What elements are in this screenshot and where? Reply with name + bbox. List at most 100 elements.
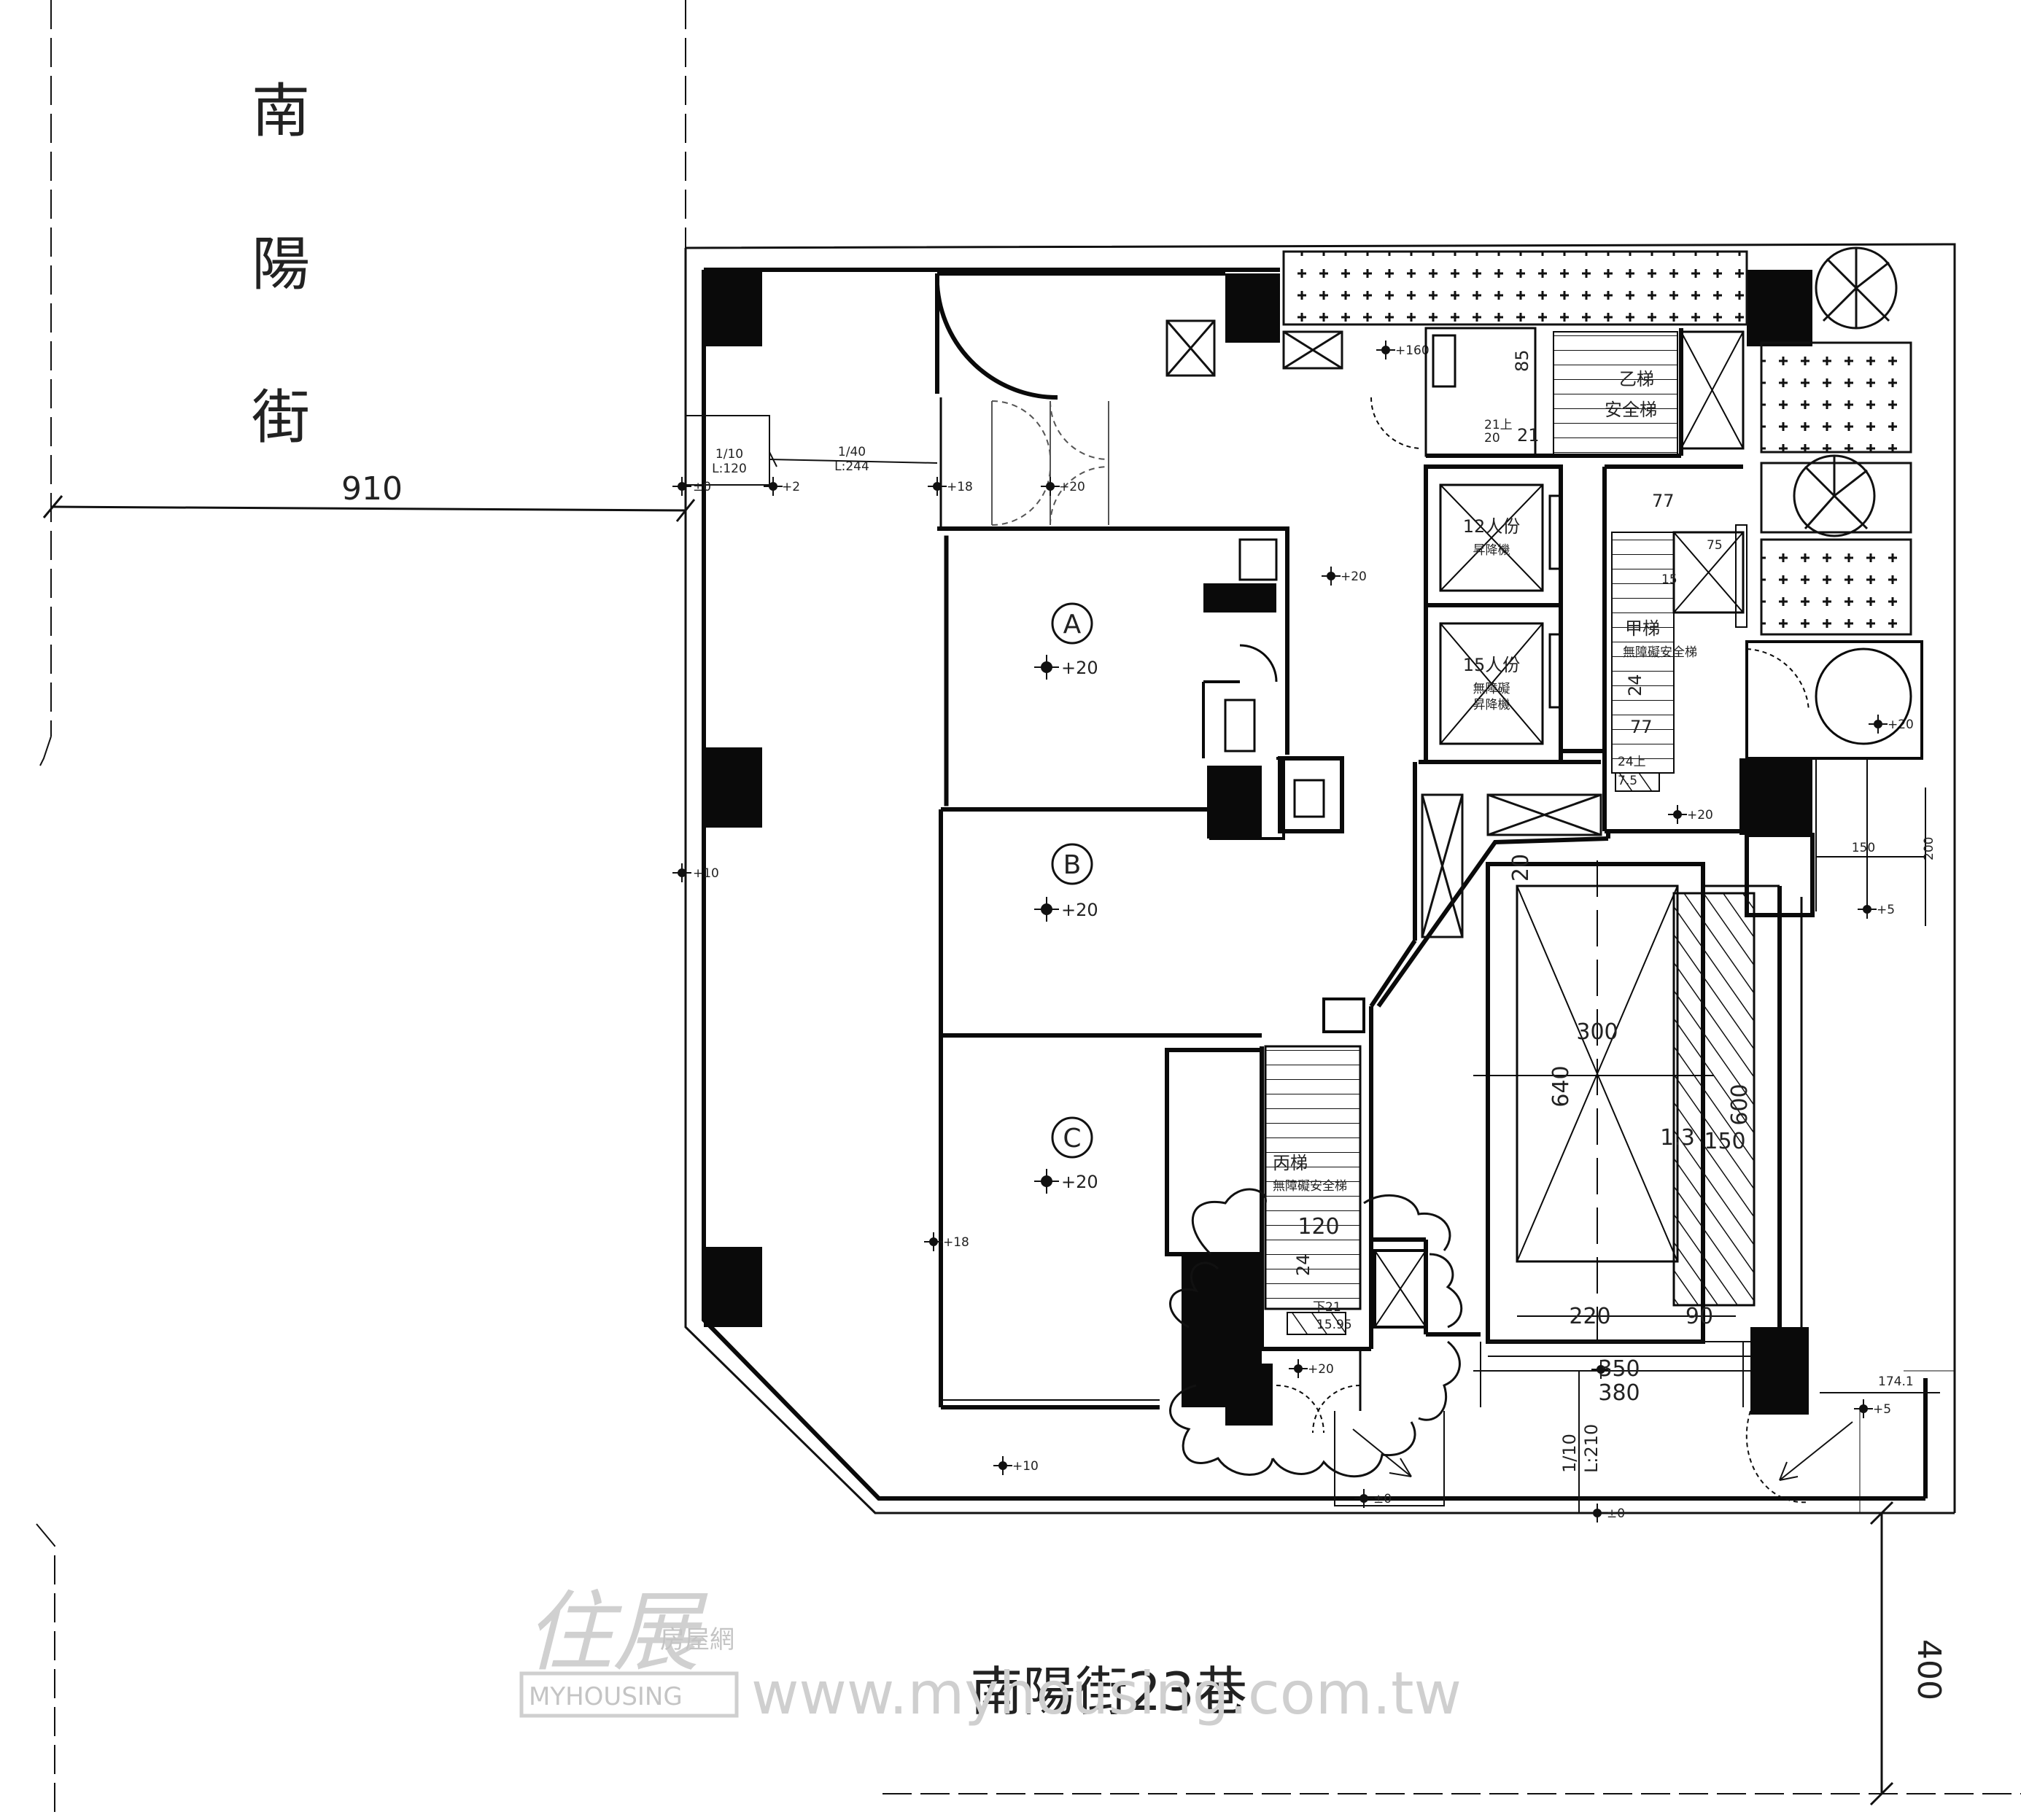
elevator-large-type-1: 無障礙 bbox=[1473, 682, 1510, 696]
level-p18: +18 bbox=[947, 480, 973, 494]
room-b-label: B bbox=[1051, 843, 1093, 885]
south-setback-dimension bbox=[1869, 1501, 1894, 1806]
elevator-small-capacity: 12人份 bbox=[1463, 516, 1521, 537]
level-p10-b: +10 bbox=[1012, 1459, 1039, 1474]
level-p160: +160 bbox=[1395, 343, 1430, 358]
stair-b-85: 85 bbox=[1512, 349, 1532, 372]
stair-a-steps: 24上 bbox=[1618, 755, 1646, 769]
ramp-top-slope: 1/40 bbox=[838, 445, 866, 459]
level-pm0-c: ±0 bbox=[1607, 1506, 1625, 1521]
stair-a-24: 24 bbox=[1625, 674, 1645, 696]
west-street-char-3: 街 bbox=[252, 384, 310, 451]
stair-c bbox=[1260, 998, 1481, 1434]
stair-b-type: 安全梯 bbox=[1605, 400, 1657, 420]
parking-side-width: 150 bbox=[1704, 1129, 1745, 1154]
level-p20-stair-a: +20 bbox=[1687, 808, 1713, 822]
ramp-south bbox=[1334, 1370, 1955, 1513]
ramp-top-length: L:244 bbox=[834, 459, 869, 474]
tree-icon bbox=[1793, 246, 1898, 537]
rooms bbox=[937, 526, 1344, 1409]
elevator-large-capacity: 15人份 bbox=[1463, 655, 1521, 675]
parking-space bbox=[1473, 860, 1803, 1378]
west-setback-value: 910 bbox=[341, 470, 403, 508]
ramp-south-length: L:210 bbox=[1581, 1424, 1602, 1473]
entrance-doors bbox=[991, 400, 1109, 526]
shafts bbox=[1165, 319, 1343, 377]
west-street-char-1: 南 bbox=[252, 77, 310, 145]
watermark-logo: 住展 bbox=[525, 1582, 708, 1684]
level-pm0: ±0 bbox=[693, 480, 711, 494]
elevator-large-type-2: 昇降機 bbox=[1473, 698, 1510, 712]
south-lane-label: 南陽街23巷 bbox=[970, 1661, 1247, 1722]
site-boundary bbox=[36, 0, 2021, 1820]
stair-a bbox=[1561, 464, 1747, 833]
parking-width: 300 bbox=[1576, 1019, 1618, 1045]
stair-a-type: 無障礙安全梯 bbox=[1623, 645, 1697, 660]
level-p20-hall: +20 bbox=[1341, 569, 1367, 584]
west-setback-dimension: 910 bbox=[42, 470, 696, 522]
dim-200: 200 bbox=[1922, 837, 1936, 860]
elevator-small-type: 昇降機 bbox=[1473, 543, 1510, 558]
level-p2: +2 bbox=[782, 480, 800, 494]
stair-c-name: 丙梯 bbox=[1273, 1153, 1308, 1173]
room-a-label: A bbox=[1051, 602, 1093, 645]
dim-20-mid: 20 bbox=[1508, 854, 1534, 882]
platform-350: 350 bbox=[1598, 1356, 1640, 1382]
ramp-south-slope: 1/10 bbox=[1559, 1434, 1580, 1473]
south-setback-value: 400 bbox=[1910, 1639, 1947, 1700]
stair-a-77-top: 77 bbox=[1652, 491, 1675, 511]
parking-bottom-b: 90 bbox=[1686, 1304, 1713, 1329]
level-p5: +5 bbox=[1877, 903, 1895, 917]
level-p18-b: +18 bbox=[943, 1235, 969, 1250]
ramp-top-left-length: L:120 bbox=[712, 462, 747, 476]
west-street-char-2: 陽 bbox=[252, 230, 310, 298]
parking-ratio: 1.3 bbox=[1660, 1125, 1695, 1151]
level-p10: +10 bbox=[693, 866, 719, 881]
watermark-url: www.myhousing.com.tw bbox=[751, 1660, 1462, 1727]
columns bbox=[704, 270, 1812, 1426]
stair-c-steps: 下21 bbox=[1313, 1300, 1341, 1315]
level-p20-room-b: +20 bbox=[1061, 900, 1098, 920]
stair-b-steps: 21上 bbox=[1484, 418, 1513, 432]
planters bbox=[1282, 250, 1912, 636]
ramp-top-left bbox=[685, 415, 938, 486]
svg-text:C: C bbox=[1063, 1124, 1081, 1154]
stair-a-steps-sub: 7.5 bbox=[1618, 774, 1637, 788]
level-p20-stair-c: +20 bbox=[1308, 1362, 1334, 1377]
core-shafts bbox=[1421, 793, 1602, 938]
platform-380: 380 bbox=[1598, 1380, 1640, 1406]
stair-a-15: 15 bbox=[1661, 572, 1677, 587]
stair-a-name: 甲梯 bbox=[1625, 618, 1660, 639]
svg-text:A: A bbox=[1063, 610, 1082, 639]
west-street-label: 南 陽 街 bbox=[252, 77, 310, 451]
dim-174: 174.1 bbox=[1878, 1374, 1914, 1389]
dim-150: 150 bbox=[1852, 841, 1875, 855]
watermark-logo-sub: 房屋網 bbox=[660, 1625, 734, 1654]
stair-c-type: 無障礙安全梯 bbox=[1273, 1179, 1347, 1194]
watermark-logo-en: MYHOUSING bbox=[529, 1682, 683, 1711]
level-p5-b: +5 bbox=[1873, 1402, 1891, 1417]
stair-b-name: 乙梯 bbox=[1619, 369, 1654, 389]
svg-text:B: B bbox=[1063, 850, 1082, 880]
parking-length: 640 bbox=[1548, 1065, 1574, 1107]
stair-b-count: 21 bbox=[1517, 425, 1540, 446]
platform-dimension bbox=[1473, 1341, 1750, 1407]
stair-a-77-bottom: 77 bbox=[1630, 717, 1653, 737]
stair-b bbox=[1370, 327, 1745, 458]
level-pm0-b: ±0 bbox=[1373, 1492, 1392, 1506]
ramp-top-left-slope: 1/10 bbox=[715, 447, 743, 462]
room-c-label: C bbox=[1051, 1116, 1093, 1159]
shrub-icon bbox=[1169, 1188, 1463, 1478]
stair-c-24: 24 bbox=[1293, 1253, 1314, 1276]
core-walls bbox=[1369, 760, 1610, 1349]
stair-c-steps-sub: 15.95 bbox=[1316, 1318, 1352, 1332]
watermark: 住展 房屋網 MYHOUSING www.myhousing.com.tw bbox=[519, 1582, 1462, 1727]
elevators bbox=[1424, 464, 1563, 764]
stair-a-75: 75 bbox=[1707, 538, 1723, 553]
level-p20-door: +20 bbox=[1059, 480, 1085, 494]
level-p20-room-a: +20 bbox=[1061, 658, 1098, 678]
parking-side-length: 600 bbox=[1727, 1084, 1753, 1125]
stair-b-steps-sub: 20 bbox=[1484, 431, 1500, 446]
level-p20-room-c: +20 bbox=[1061, 1172, 1098, 1192]
